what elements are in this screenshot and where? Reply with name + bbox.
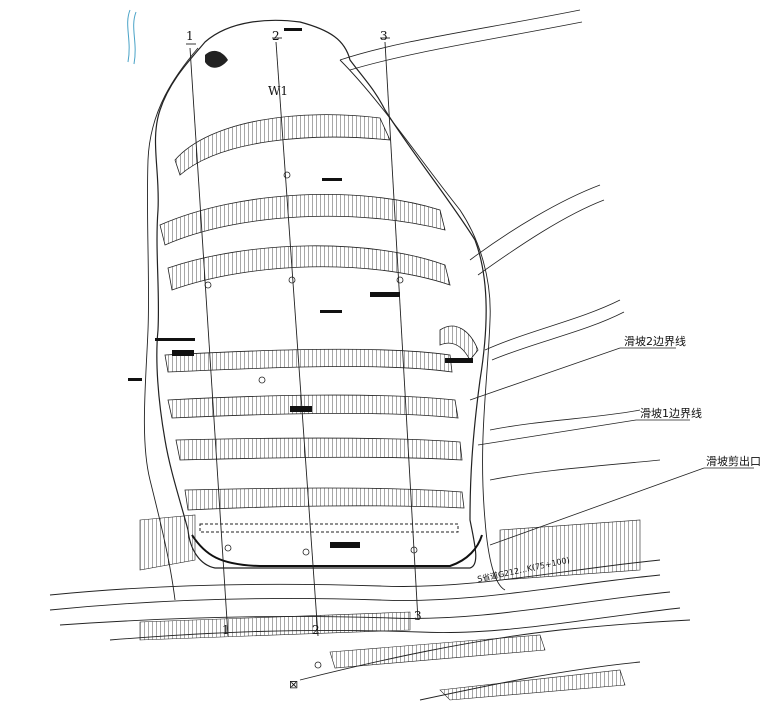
callout-slide-exit: 滑坡剪出口	[706, 454, 760, 468]
slope-hatching-bottom	[139, 514, 641, 701]
landslide-boundary	[154, 19, 487, 569]
section-label-top-2: 2	[272, 29, 280, 43]
gully-lines	[339, 9, 661, 481]
marker-blocks	[128, 28, 473, 548]
terrace-bands	[159, 114, 479, 511]
rock-outcrop	[205, 50, 228, 68]
callout-leaders	[469, 347, 754, 546]
section-label-top-3: 3	[380, 29, 388, 43]
survey-markers	[204, 171, 418, 669]
outer-boundary-left	[143, 47, 199, 601]
section-lines	[186, 37, 419, 637]
toe-retaining-wall	[191, 534, 483, 567]
section-label-bottom-3: 3	[414, 609, 422, 623]
north-marker: ⊠	[289, 678, 298, 691]
callout-slide-2-boundary: 滑坡2边界线	[624, 334, 686, 348]
water-course	[127, 9, 137, 65]
section-label-top-1: 1	[186, 29, 194, 43]
callout-slide-1-boundary: 滑坡1边界线	[640, 406, 702, 420]
drainage-ditch	[199, 523, 459, 533]
slide-2-boundary-line	[339, 59, 506, 591]
zone-label: W1	[268, 84, 288, 98]
